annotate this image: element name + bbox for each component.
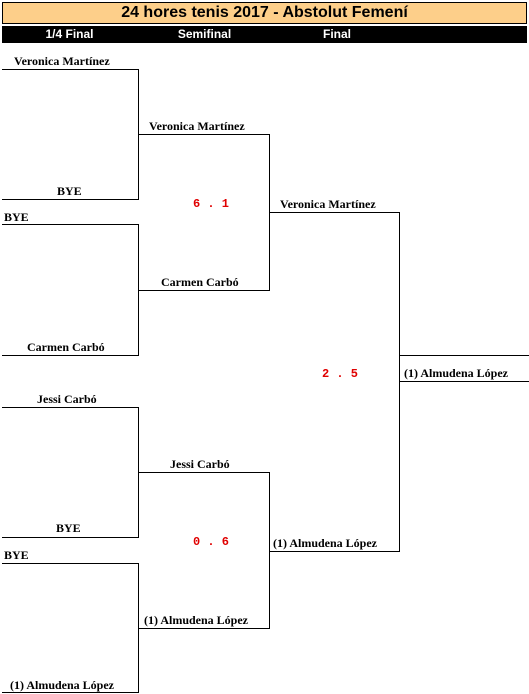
- qf4-top-line: [2, 563, 139, 564]
- sf2-connector: [269, 472, 270, 628]
- sf2-top-player: Jessi Carbó: [170, 457, 230, 471]
- qf1-bottom-line: [2, 199, 139, 200]
- sf1-top-line: [138, 134, 270, 135]
- round-label-semifinal: Semifinal: [177, 27, 232, 41]
- qf3-bottom-line: [2, 537, 139, 538]
- qf3-top-line: [2, 407, 139, 408]
- sf1-bottom-line: [138, 290, 270, 291]
- qf2-bottom-line: [2, 355, 139, 356]
- sf1-bottom-player: Carmen Carbó: [161, 275, 239, 289]
- qf4-bottom-line: [2, 692, 139, 693]
- sf2-bottom-line: [138, 628, 270, 629]
- qf1-top-player: Veronica Martínez: [14, 54, 110, 68]
- final-bottom-line: [269, 551, 400, 552]
- final-top-line: [269, 212, 400, 213]
- qf2-bottom-player: Carmen Carbó: [27, 340, 105, 354]
- round-label-final: Final: [322, 27, 351, 41]
- qf1-top-line: [2, 69, 139, 70]
- sf2-top-line: [138, 472, 270, 473]
- qf4-top-player: BYE: [4, 548, 29, 562]
- qf2-connector: [138, 224, 139, 355]
- qf1-bottom-player: BYE: [57, 184, 82, 198]
- champion-top-line: [399, 355, 529, 356]
- qf4-connector: [138, 563, 139, 692]
- qf4-bottom-player: (1) Almudena López: [10, 678, 115, 692]
- sf2-bottom-player: (1) Almudena López: [144, 613, 249, 627]
- sf1-top-player: Veronica Martínez: [149, 119, 245, 133]
- qf2-top-line: [2, 224, 139, 225]
- final-top-player: Veronica Martínez: [280, 197, 376, 211]
- round-label-quarterfinal: 1/4 Final: [45, 27, 94, 41]
- round-header-bar: 1/4 Final Semifinal Final: [2, 26, 527, 43]
- qf2-top-player: BYE: [4, 210, 29, 224]
- final-bottom-player: (1) Almudena López: [273, 536, 378, 550]
- qf3-top-player: Jessi Carbó: [37, 392, 97, 406]
- champion-player: (1) Almudena López: [404, 366, 509, 380]
- sf1-score: 6 . 1: [193, 197, 230, 211]
- final-score: 2 . 5: [322, 367, 359, 381]
- sf2-score: 0 . 6: [193, 535, 230, 549]
- qf3-bottom-player: BYE: [56, 521, 81, 535]
- champion-bottom-line: [399, 381, 529, 382]
- tournament-title: 24 hores tenis 2017 - Abstolut Femení: [2, 2, 527, 24]
